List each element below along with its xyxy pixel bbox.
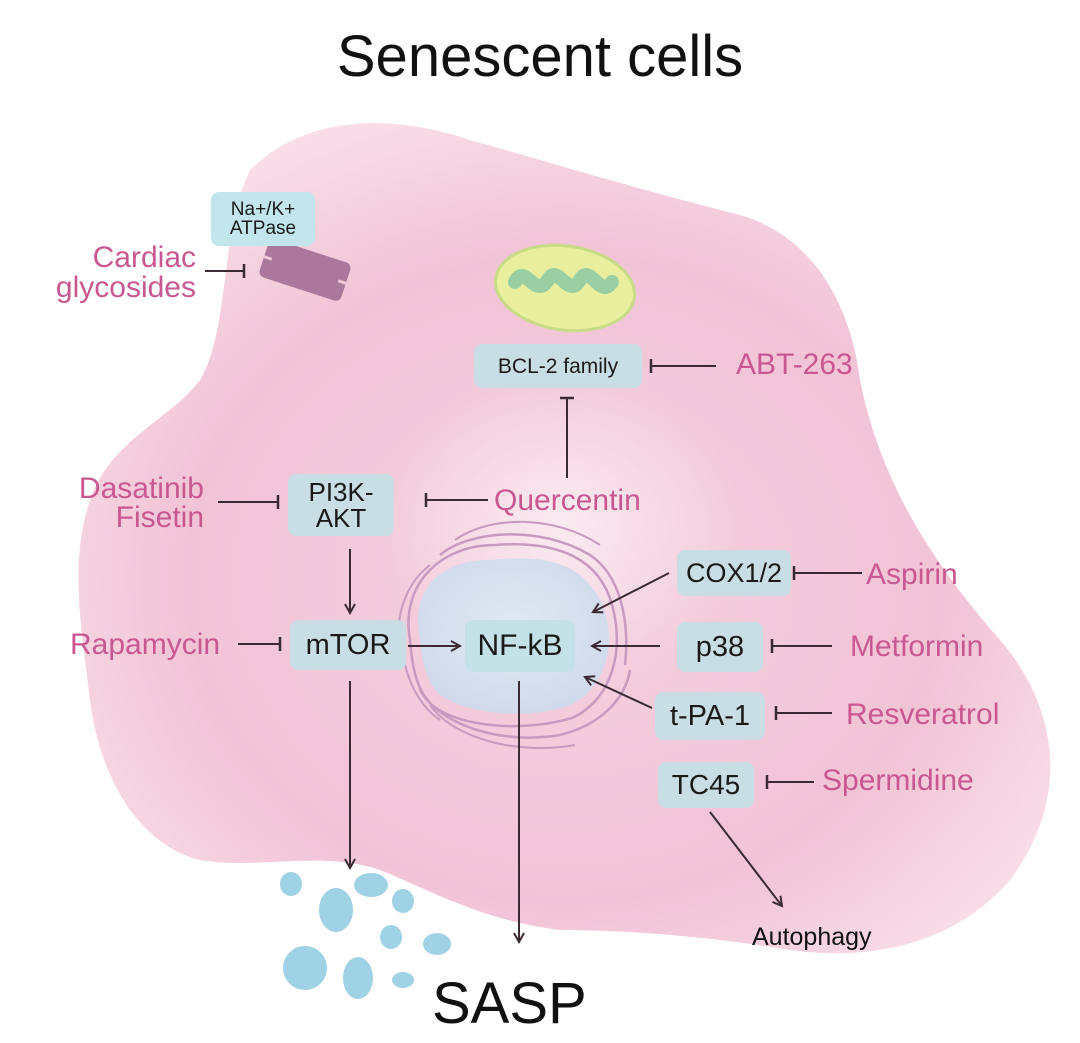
diagram-title: Senescent cells [336, 24, 744, 89]
target-p38: p38 [677, 622, 763, 672]
target-cox: COX1/2 [677, 550, 791, 596]
target-pi3k-akt: PI3K- AKT [288, 474, 394, 536]
target-tc45: TC45 [658, 762, 754, 808]
target-tpa: t-PA-1 [655, 692, 765, 740]
drug-metformin: Metformin [850, 630, 984, 663]
drug-cardiac-glycosides: Cardiac glycosides [55, 241, 196, 304]
output-sasp: SASP [432, 971, 587, 1036]
target-bcl2: BCL-2 family [474, 344, 642, 388]
mitochondrion-icon [493, 243, 637, 333]
target-nfkb: NF-kB [465, 620, 575, 672]
edge-cox-nfkb [593, 572, 670, 612]
drug-spermidine: Spermidine [822, 764, 974, 797]
edge-tc45-autophagy [709, 811, 782, 906]
target-mtor: mTOR [290, 620, 406, 670]
drug-quercetin: Quercentin [494, 484, 641, 517]
target-atpase: Na+/K+ ATPase [211, 192, 315, 246]
drug-abt-263: ABT-263 [736, 348, 853, 381]
output-autophagy: Autophagy [752, 923, 872, 951]
sasp-particles [280, 872, 451, 999]
drug-resveratrol: Resveratrol [846, 698, 1000, 731]
edges [205, 264, 862, 942]
na-k-pump-icon [259, 239, 351, 301]
edge-tpa-nfkb [585, 677, 653, 709]
drug-aspirin: Aspirin [866, 558, 958, 591]
drug-dasatinib-fisetin: Dasatinib Fisetin [78, 472, 204, 535]
drug-rapamycin: Rapamycin [70, 628, 221, 661]
